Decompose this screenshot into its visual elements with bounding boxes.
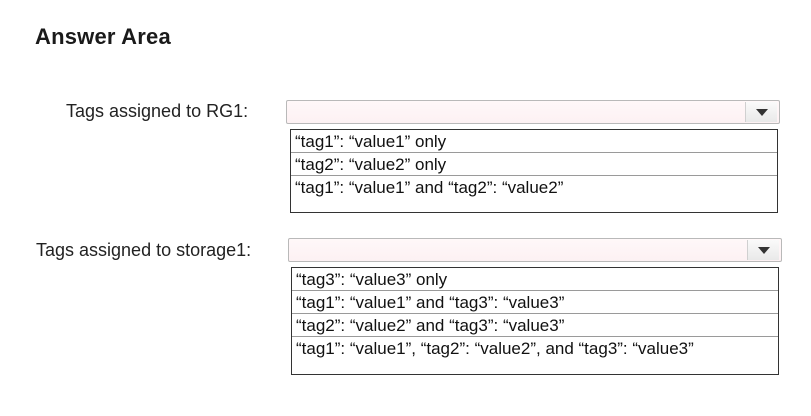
rg1-option-2[interactable]: “tag2”: “value2” only bbox=[291, 153, 777, 176]
answer-area-title: Answer Area bbox=[35, 24, 171, 49]
rg1-tags-dropdown[interactable] bbox=[286, 100, 780, 124]
storage1-dropdown-button[interactable] bbox=[747, 240, 779, 260]
storage1-tags-dropdown[interactable] bbox=[288, 238, 782, 262]
storage1-option-3[interactable]: “tag2”: “value2” and “tag3”: “value3” bbox=[292, 314, 778, 337]
chevron-down-icon bbox=[757, 246, 770, 254]
rg1-options-list: “tag1”: “value1” only “tag2”: “value2” o… bbox=[290, 129, 778, 213]
rg1-dropdown-button[interactable] bbox=[745, 102, 777, 122]
rg1-option-1[interactable]: “tag1”: “value1” only bbox=[291, 130, 777, 153]
rg1-tags-label: Tags assigned to RG1: bbox=[66, 101, 249, 121]
storage1-option-1[interactable]: “tag3”: “value3” only bbox=[292, 268, 778, 291]
storage1-options-list: “tag3”: “value3” only “tag1”: “value1” a… bbox=[291, 267, 779, 375]
storage1-option-4[interactable]: “tag1”: “value1”, “tag2”: “value2”, and … bbox=[296, 339, 694, 358]
rg1-option-3[interactable]: “tag1”: “value1” and “tag2”: “value2” bbox=[295, 178, 564, 197]
storage1-option-2[interactable]: “tag1”: “value1” and “tag3”: “value3” bbox=[292, 291, 778, 314]
storage1-tags-label: Tags assigned to storage1: bbox=[36, 240, 252, 260]
chevron-down-icon bbox=[755, 108, 768, 116]
